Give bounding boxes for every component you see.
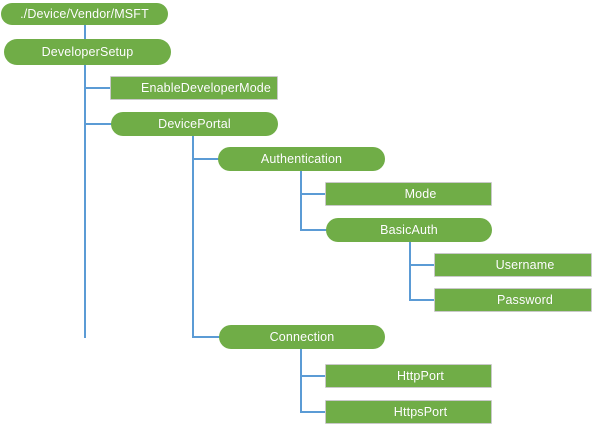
node-deviceportal-label: DevicePortal xyxy=(158,116,231,131)
node-developersetup-label: DeveloperSetup xyxy=(41,44,134,59)
node-developersetup[interactable]: DeveloperSetup xyxy=(4,39,171,65)
node-httpsport[interactable]: HttpsPort xyxy=(325,400,492,424)
connector-authentication-trunk xyxy=(300,171,302,231)
node-mode-label: Mode xyxy=(404,186,437,201)
node-basicauth-label: BasicAuth xyxy=(380,222,438,237)
node-authentication-label: Authentication xyxy=(260,151,343,166)
connector-authentication-to-mode xyxy=(300,193,326,195)
node-authentication[interactable]: Authentication xyxy=(218,147,385,171)
node-httpport[interactable]: HttpPort xyxy=(325,364,492,388)
connector-basicauth-trunk xyxy=(409,242,411,301)
connector-developersetup-trunk xyxy=(84,65,86,338)
connector-root-to-developersetup xyxy=(84,25,86,40)
connector-authentication-to-basicauth xyxy=(300,229,327,231)
node-httpsport-label: HttpsPort xyxy=(393,404,448,419)
node-httpport-label: HttpPort xyxy=(396,368,445,383)
node-root[interactable]: ./Device/Vendor/MSFT xyxy=(1,3,168,25)
connector-deviceportal-trunk xyxy=(192,136,194,338)
node-basicauth[interactable]: BasicAuth xyxy=(326,218,492,242)
node-username[interactable]: Username xyxy=(434,253,592,277)
connector-connection-to-httpport xyxy=(300,375,326,377)
node-username-label: Username xyxy=(495,257,555,272)
node-connection[interactable]: Connection xyxy=(219,325,385,349)
node-enabledevelopermode[interactable]: EnableDeveloperMode xyxy=(110,76,278,100)
node-password-label: Password xyxy=(496,292,554,307)
node-deviceportal[interactable]: DevicePortal xyxy=(111,112,278,136)
node-root-label: ./Device/Vendor/MSFT xyxy=(20,6,149,21)
connector-developersetup-to-enabledevmode xyxy=(84,87,111,89)
connector-deviceportal-to-connection xyxy=(192,336,220,338)
connector-deviceportal-to-authentication xyxy=(192,158,219,160)
node-enabledevelopermode-label: EnableDeveloperMode xyxy=(140,80,272,95)
connector-basicauth-to-username xyxy=(409,264,435,266)
connector-connection-to-httpsport xyxy=(300,411,326,413)
connector-connection-trunk xyxy=(300,349,302,413)
connector-developersetup-to-deviceportal xyxy=(84,123,112,125)
node-connection-label: Connection xyxy=(269,329,335,344)
node-mode[interactable]: Mode xyxy=(325,182,492,206)
node-password[interactable]: Password xyxy=(434,288,592,312)
connector-basicauth-to-password xyxy=(409,299,435,301)
